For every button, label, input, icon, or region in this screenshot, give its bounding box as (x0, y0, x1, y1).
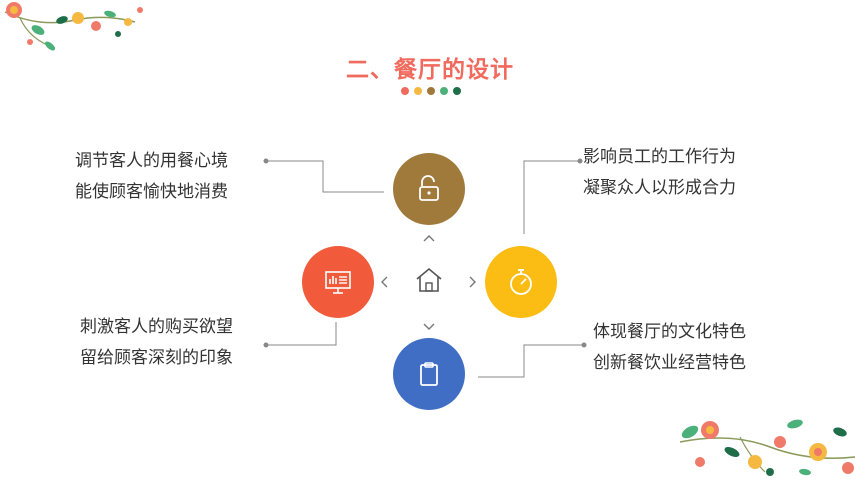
text-line: 凝聚众人以形成合力 (583, 178, 736, 198)
text-line: 创新餐饮业经营特色 (593, 353, 746, 373)
chevron-up-icon (423, 235, 435, 242)
floral-decoration-bottom-right (679, 419, 856, 476)
text-line: 留给顾客深刻的印象 (80, 348, 233, 368)
text-line: 体现餐厅的文化特色 (593, 322, 746, 342)
text-bottom-right: 体现餐厅的文化特色 创新餐饮业经营特色 (593, 317, 746, 379)
text-top-right: 影响员工的工作行为 凝聚众人以形成合力 (583, 142, 736, 204)
text-bottom-left: 刺激客人的购买欲望 留给顾客深刻的印象 (80, 312, 233, 374)
chevron-right-icon (469, 276, 476, 288)
node-bottom (393, 338, 465, 410)
node-left (302, 246, 374, 318)
title-dot (414, 87, 422, 95)
text-line: 调节客人的用餐心境 (75, 151, 228, 171)
node-right (485, 246, 557, 318)
home-icon (416, 267, 442, 292)
stopwatch-icon (510, 269, 532, 295)
text-line: 能使顾客愉快地消费 (75, 182, 228, 202)
page-title: 二、餐厅的设计 (346, 57, 514, 83)
text-top-left: 调节客人的用餐心境 能使顾客愉快地消费 (75, 146, 228, 208)
title-dots (401, 87, 461, 95)
text-line: 影响员工的工作行为 (583, 147, 736, 167)
presentation-icon (325, 271, 351, 294)
clipboard-icon (420, 362, 438, 386)
node-top (393, 153, 465, 225)
title-dot (427, 87, 435, 95)
title-dot (401, 87, 409, 95)
title-dot (453, 87, 461, 95)
chevron-left-icon (381, 276, 388, 288)
unlock-icon (419, 175, 439, 201)
title-dot (440, 87, 448, 95)
chevron-down-icon (423, 323, 435, 330)
floral-decoration-top-left (4, 2, 143, 51)
text-line: 刺激客人的购买欲望 (80, 317, 233, 337)
